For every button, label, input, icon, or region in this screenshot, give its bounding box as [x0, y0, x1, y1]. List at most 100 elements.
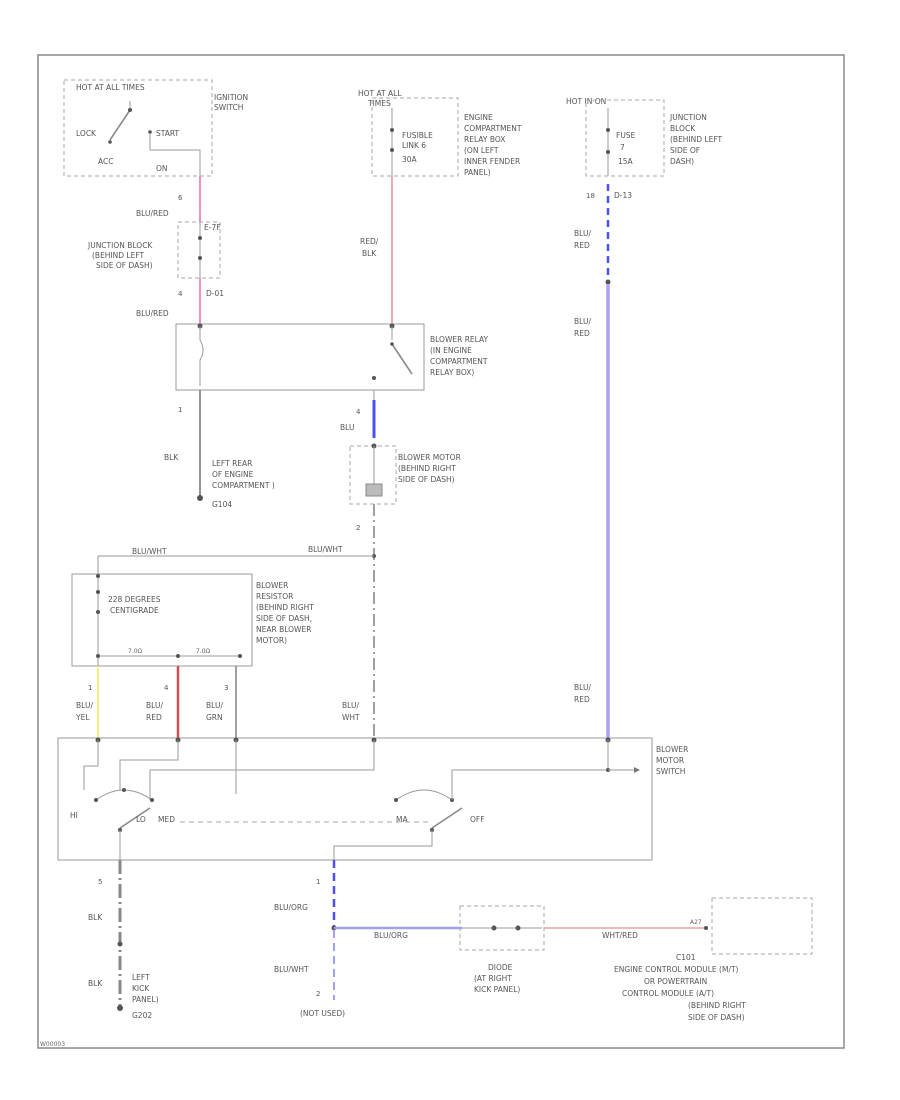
diode-label: DIODE	[488, 963, 513, 972]
relay-label-1: BLOWER RELAY	[430, 335, 489, 344]
engine-label-4: (ON LEFT	[464, 146, 499, 155]
res-wire-1b: YEL	[75, 713, 90, 722]
jb-left-node-1	[198, 236, 202, 240]
switch-hi-contact	[94, 798, 98, 802]
g202-label-1: LEFT	[132, 973, 150, 982]
wire-blu-red-lower-label: BLU/RED	[136, 309, 169, 318]
ground-g202: 5 BLK BLK LEFT KICK PANEL) G202	[88, 860, 159, 1020]
engine-box	[371, 97, 459, 177]
ecm-label-2: OR POWERTRAIN	[644, 977, 707, 986]
jb-right-wire-mid-2: RED	[574, 329, 590, 338]
ignition-switch-blade	[109, 109, 131, 141]
relay-label-4: RELAY BOX)	[430, 368, 474, 377]
ignition-contact-lock	[108, 140, 112, 144]
ignition-lock-label: LOCK	[76, 129, 97, 138]
ecm-wire-upper: BLU/ORG	[274, 903, 308, 912]
switch-off-label: OFF	[470, 815, 485, 824]
engine-label-3: RELAY BOX	[464, 135, 505, 144]
switch-blade-right	[431, 807, 463, 829]
relay-coil	[199, 326, 204, 386]
engine-label-1: ENGINE	[464, 113, 493, 122]
blower-motor: BLOWER MOTOR (BEHIND RIGHT SIDE OF DASH)	[349, 443, 461, 505]
ignition-switch-box	[63, 79, 213, 177]
g202-label-3: PANEL)	[132, 995, 159, 1004]
jb-left-conn-top: E-7F	[204, 223, 221, 232]
jb-left-label-1: JUNCTION BLOCK	[87, 241, 153, 250]
ground-g104-symbol	[197, 495, 203, 501]
resistor-fuse-node-1	[96, 590, 100, 594]
switch-label-3: SWITCH	[656, 767, 685, 776]
switch-pin-right: 1	[316, 878, 320, 886]
switch-ma-label: MA	[396, 815, 408, 824]
blower-motor-switch: HI LO MED MA OFF BLOWER MOTOR SWITCH	[57, 737, 688, 861]
switch-right-contact-1	[394, 798, 398, 802]
jb-right-conn: D-13	[614, 191, 632, 200]
switch-path-med	[119, 740, 179, 790]
jb-left-node-2	[198, 256, 202, 260]
jb-right-hot-label: HOT IN ON	[566, 97, 606, 106]
switch-lo-contact	[150, 798, 154, 802]
resistor-node-2	[176, 654, 180, 658]
switch-pin-left: 5	[98, 878, 102, 886]
resistor-label-2: RESISTOR	[256, 592, 293, 601]
motor-wire-label: BLU/WHT	[308, 545, 343, 554]
res-wire-2a: BLU/	[146, 701, 163, 710]
engine-relay-box-fuse: HOT AT ALL TIMES FUSIBLE LINK 6 30A ENGI…	[358, 89, 522, 177]
switch-arc-right	[395, 789, 453, 801]
engine-hot-label-1: HOT AT ALL	[358, 89, 402, 98]
ignition-contact-start	[148, 130, 152, 134]
switch-arrow-head	[634, 767, 640, 773]
jb-right-wire-lower-2: RED	[574, 695, 590, 704]
motor-label-3: SIDE OF DASH)	[398, 475, 455, 484]
g202-wire-top: BLK	[88, 913, 103, 922]
relay-contact-out	[372, 376, 376, 380]
relay-pin-left: 1	[178, 406, 182, 414]
switch-label-1: BLOWER	[656, 745, 688, 754]
resistor-node-3	[238, 654, 242, 658]
engine-label-6: PANEL)	[464, 168, 491, 177]
switch-blade-left	[119, 807, 151, 829]
relay-pin-right: 4	[356, 408, 361, 416]
ignition-start-label: START	[156, 129, 180, 138]
ignition-hot-label: HOT AT ALL TIMES	[76, 83, 145, 92]
jb-right-label-5: DASH)	[670, 157, 694, 166]
wire-blu-label: BLU	[340, 423, 354, 432]
ecm-wire-run: BLU/ORG	[374, 931, 408, 940]
jb-right-pin: 18	[586, 192, 595, 200]
ecm-pin: A27	[690, 919, 702, 926]
g202-wire-bottom: BLK	[88, 979, 103, 988]
ignition-on-path	[149, 134, 201, 176]
diode-node-2	[515, 925, 521, 931]
resistor-label-6: MOTOR)	[256, 636, 287, 645]
res-wire-1a: BLU/	[76, 701, 93, 710]
jb-right-box	[585, 99, 665, 177]
diagram-frame	[37, 54, 845, 1049]
switch-box	[57, 737, 653, 861]
relay-label-3: COMPARTMENT	[430, 357, 488, 366]
ecm-box	[711, 897, 813, 955]
res-pin-2: 4	[164, 684, 169, 692]
g202-ground-symbol	[117, 1005, 123, 1011]
g104-label-1: LEFT REAR	[212, 459, 252, 468]
engine-fuse-node-2	[390, 148, 394, 152]
resistor-node-top	[96, 574, 100, 578]
motor-pin-bottom: 2	[356, 524, 360, 532]
switch-hi-label: HI	[70, 811, 78, 820]
jb-right-wire-upper-2: RED	[574, 241, 590, 250]
ecm-terminal	[704, 926, 708, 930]
ignition-on-label: ON	[156, 164, 168, 173]
g104-code: G104	[212, 500, 232, 509]
ignition-acc-label: ACC	[98, 157, 113, 166]
blower-relay-box	[175, 323, 425, 391]
motor-label-2: (BEHIND RIGHT	[398, 464, 456, 473]
engine-fuse-node-1	[390, 128, 394, 132]
switch-right-path	[451, 769, 608, 800]
ignition-switch-label-2: SWITCH	[214, 103, 243, 112]
jb-right-wire-mid-1: BLU/	[574, 317, 591, 326]
resistor-fuse-node-2	[96, 610, 100, 614]
wire-blu-wht-run-label: BLU/WHT	[132, 547, 167, 556]
res-wire-bw-b: WHT	[342, 713, 360, 722]
g104-label-3: COMPARTMENT )	[212, 481, 275, 490]
ecm-wire: WHT/RED	[602, 931, 638, 940]
ecm-label-3: CONTROL MODULE (A/T)	[622, 989, 714, 998]
